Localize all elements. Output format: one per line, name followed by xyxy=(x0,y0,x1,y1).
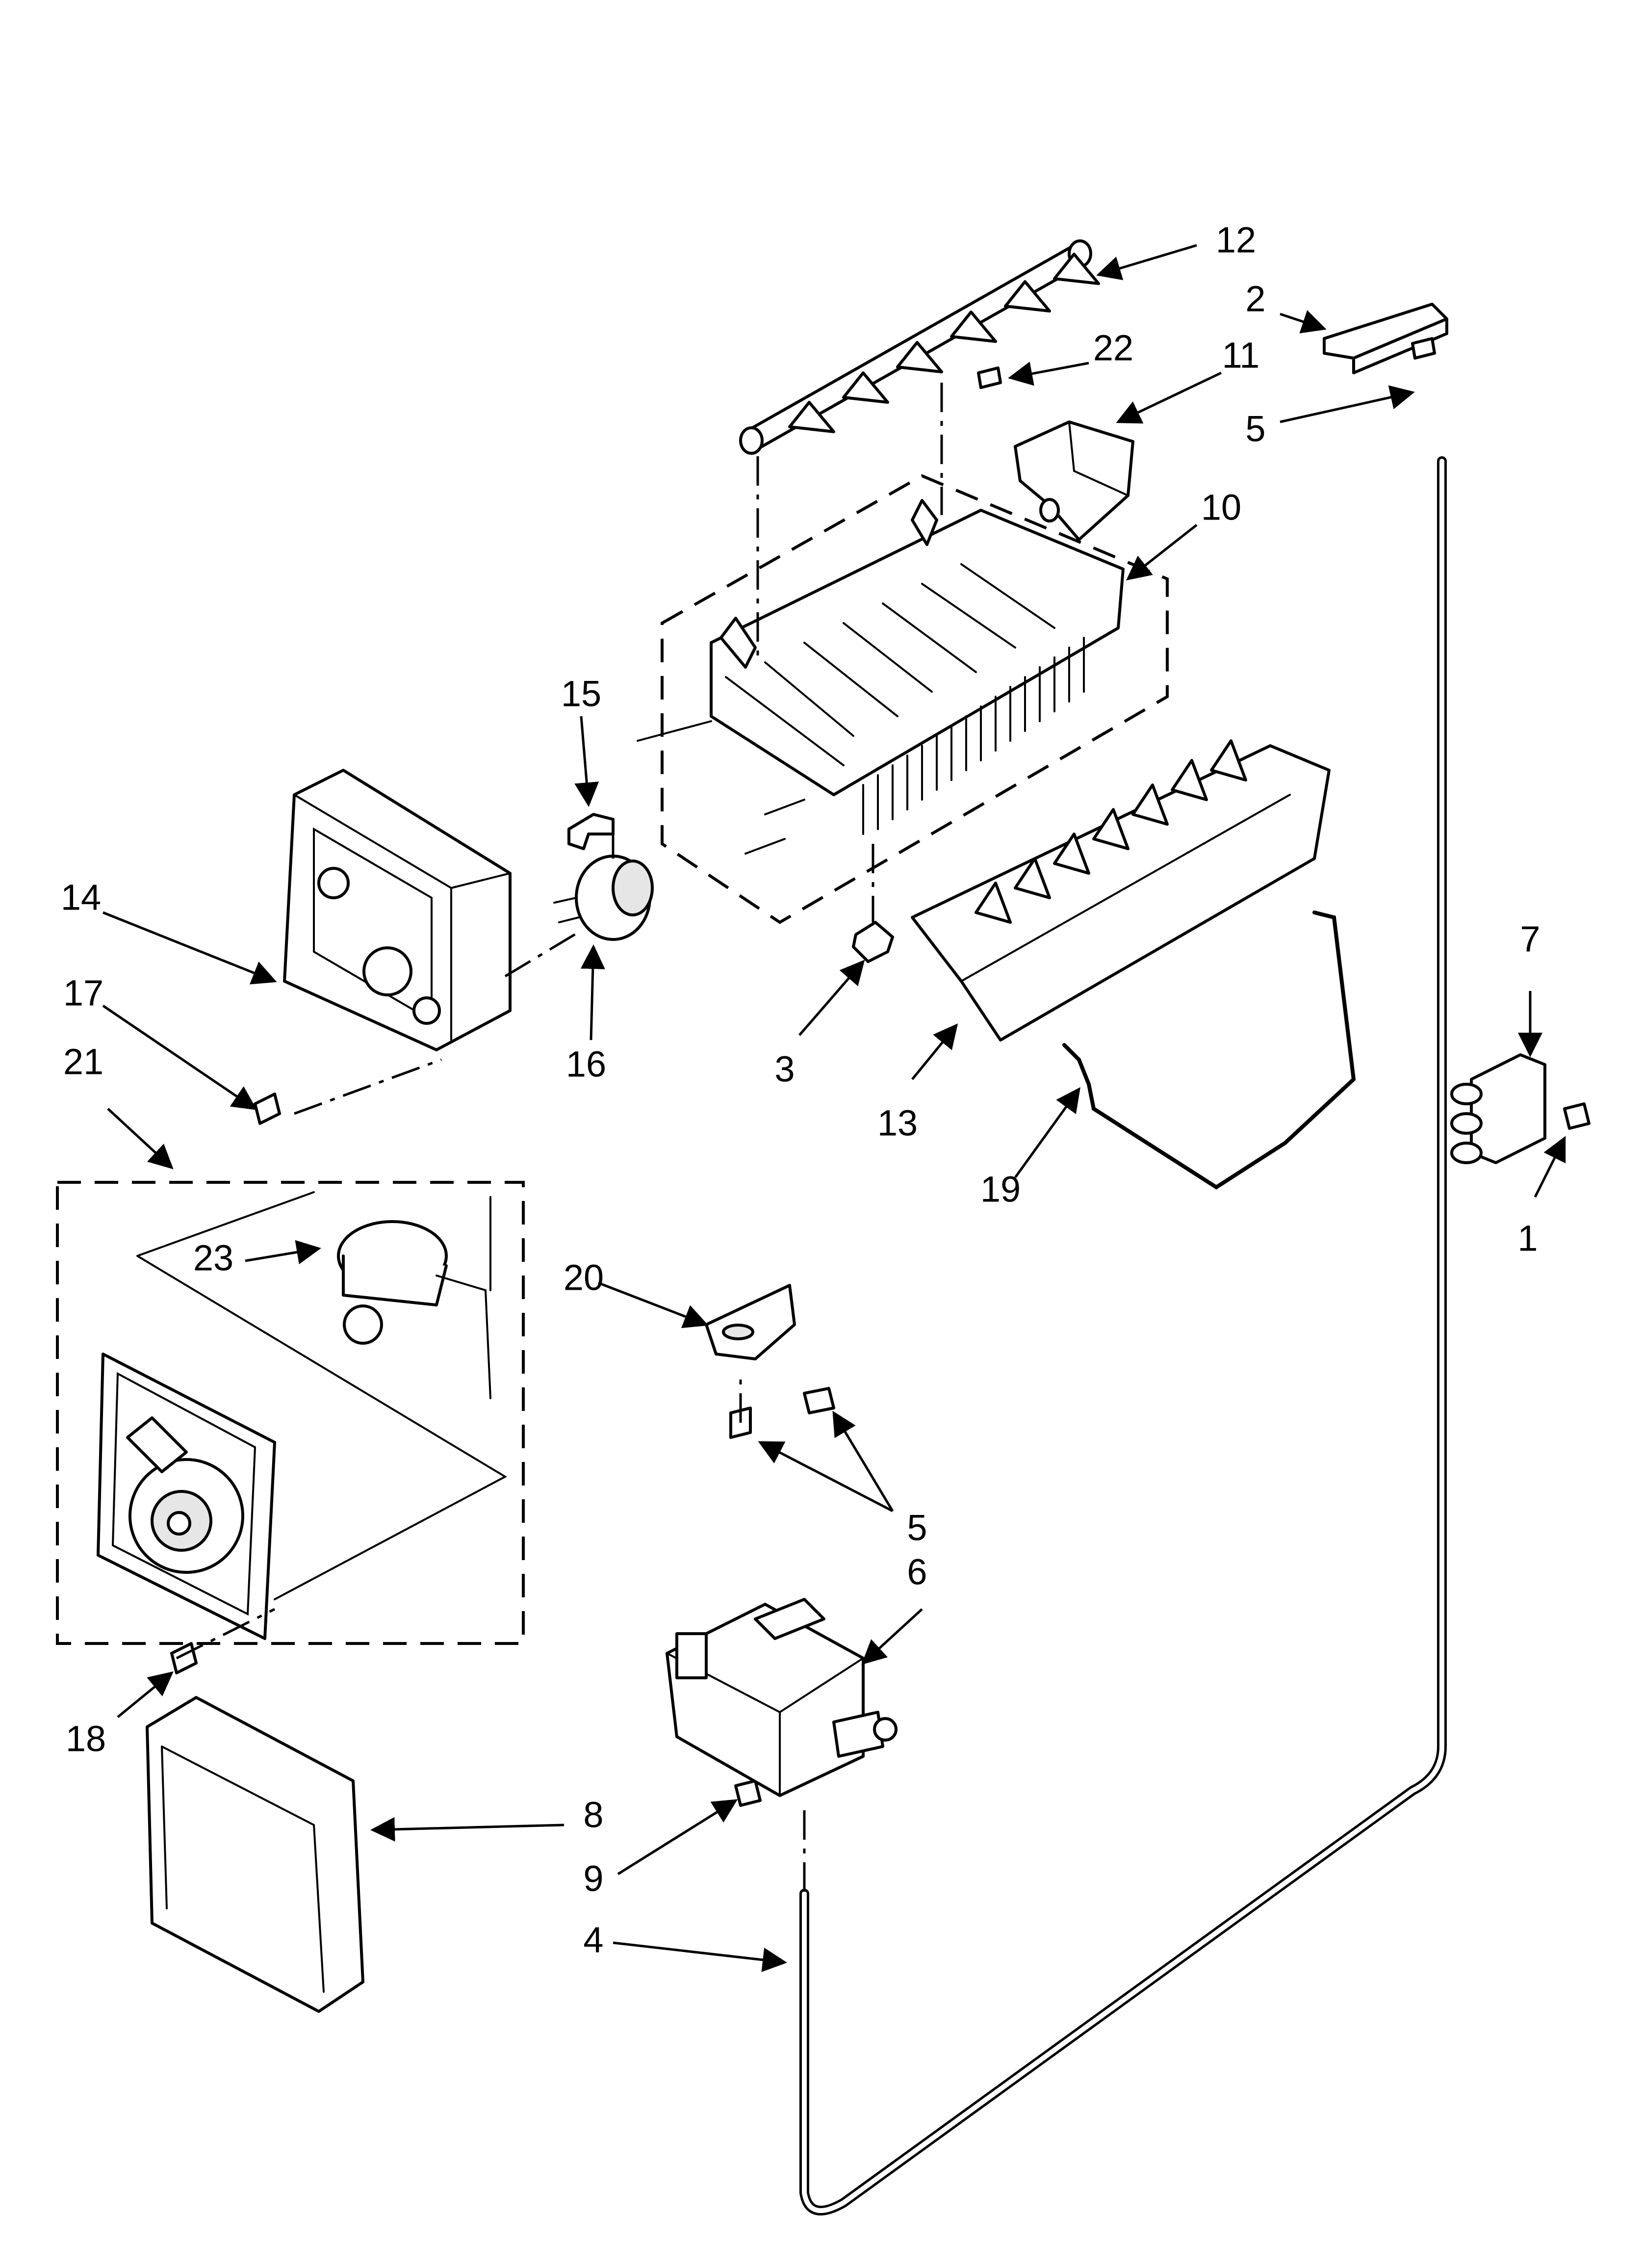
callout-4: 4 xyxy=(583,1920,603,1960)
callout-17: 17 xyxy=(63,973,103,1014)
callout-23: 23 xyxy=(193,1238,233,1278)
callout-11: 11 xyxy=(1222,335,1260,376)
callout-5-lower: 5 xyxy=(907,1508,927,1548)
clip-part xyxy=(852,921,894,963)
screw-part xyxy=(170,1093,835,1807)
bracket-part xyxy=(1323,303,1448,374)
callout-7: 7 xyxy=(1520,919,1540,960)
ejector-part xyxy=(739,239,1100,455)
water-tube-part xyxy=(799,456,1447,2216)
clip-part xyxy=(567,813,615,850)
shutoff-arm-part xyxy=(1014,420,1134,541)
bracket-part xyxy=(705,1284,796,1360)
module-assembly-part xyxy=(56,1181,525,1645)
wire-arm-part xyxy=(1062,911,1356,1190)
mold-part xyxy=(637,474,1169,924)
callout-10: 10 xyxy=(1201,487,1241,528)
leader-lines xyxy=(102,244,1566,1972)
cover-part xyxy=(911,739,1331,1042)
callout-13: 13 xyxy=(877,1103,918,1144)
callout-1: 1 xyxy=(1517,1218,1538,1259)
callout-21: 21 xyxy=(63,1042,103,1082)
pad-part xyxy=(146,1696,364,2013)
clamp-part xyxy=(1450,1053,1591,1164)
callout-16: 16 xyxy=(566,1044,606,1085)
callout-3: 3 xyxy=(774,1049,795,1090)
assembly-lines xyxy=(176,383,943,1894)
callout-14: 14 xyxy=(61,877,101,918)
screw-part xyxy=(977,337,1436,389)
thermostat-part xyxy=(553,855,654,941)
callout-8: 8 xyxy=(583,1795,603,1835)
callout-19: 19 xyxy=(980,1169,1021,1210)
callout-15: 15 xyxy=(561,674,601,714)
callout-22: 22 xyxy=(1093,328,1133,368)
callout-18: 18 xyxy=(66,1719,106,1759)
callout-5: 5 xyxy=(1245,409,1265,449)
callout-20: 20 xyxy=(564,1257,604,1298)
callout-9: 9 xyxy=(583,1858,603,1899)
callout-labels: 12 2 22 11 5 10 15 14 17 21 16 3 13 19 7… xyxy=(61,220,1540,1960)
callout-6: 6 xyxy=(907,1552,927,1592)
callout-12: 12 xyxy=(1216,220,1256,261)
housing-part xyxy=(283,769,512,1051)
water-valve-part xyxy=(666,1598,898,1797)
callout-2: 2 xyxy=(1245,279,1265,319)
